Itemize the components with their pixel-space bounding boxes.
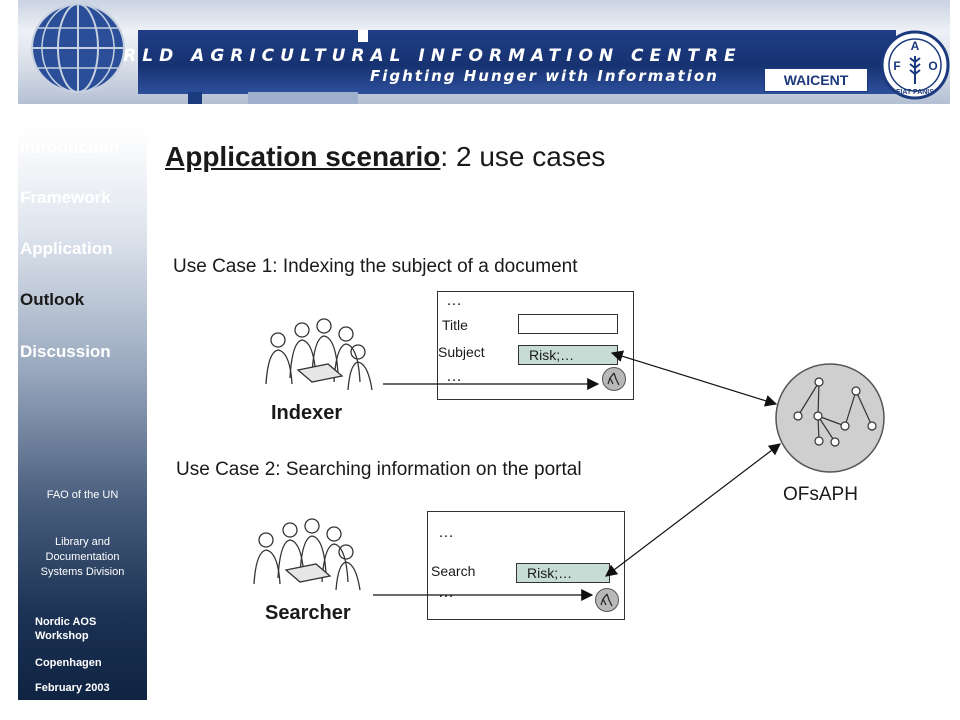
globe-icon: [31, 3, 125, 93]
search-ontology-link: [605, 443, 781, 577]
header-banner: WORLD AGRICULTURAL INFORMATION CENTRE Fi…: [18, 0, 950, 104]
search-form: … Search Risk;… …: [427, 511, 625, 620]
fao-letter-o: O: [928, 59, 937, 73]
search-label: Search: [431, 563, 476, 579]
org-name: FAO of the UN: [46, 489, 119, 501]
event-name: Nordic AOS Workshop: [35, 616, 97, 642]
ontology-tree-icon: [775, 363, 885, 473]
banner-title: WORLD AGRICULTURAL INFORMATION CENTRE: [78, 46, 742, 66]
sidebar-item-outlook[interactable]: Outlook: [20, 290, 85, 309]
subject-label: Subject: [438, 344, 485, 360]
banner-accent-dark: [188, 92, 202, 104]
subject-field[interactable]: Risk;…: [518, 345, 618, 365]
banner-accent-light: [248, 92, 358, 104]
indexing-form: … Title Subject Risk;… …: [437, 291, 634, 400]
ontology-browse-icon-2[interactable]: [595, 588, 619, 612]
use-case-1-heading: Use Case 1: Indexing the subject of a do…: [173, 256, 578, 277]
sidebar-item-introduction[interactable]: Introduction: [20, 138, 120, 157]
ontology-label: OFsAPH: [783, 484, 858, 505]
event-date: February 2003: [35, 682, 110, 694]
banner-notch: [358, 30, 368, 42]
title-label: Title: [442, 317, 468, 333]
page-title: Application scenario: 2 use cases: [165, 141, 605, 173]
sidebar-item-discussion[interactable]: Discussion: [20, 342, 111, 361]
fao-letter-f: F: [893, 59, 900, 73]
fao-motto: FIAT PANIS: [896, 89, 934, 96]
search-ellipsis-top: …: [438, 524, 454, 541]
page-title-rest: : 2 use cases: [440, 141, 606, 172]
form-ellipsis-bottom: …: [446, 368, 462, 385]
page-title-main: Application scenario: [165, 141, 441, 172]
sidebar-item-application[interactable]: Application: [20, 239, 113, 258]
searcher-label: Searcher: [265, 602, 351, 624]
use-case-2-heading: Use Case 2: Searching information on the…: [176, 459, 582, 480]
ontology-browse-icon[interactable]: [602, 367, 626, 391]
sidebar-item-framework[interactable]: Framework: [20, 188, 111, 207]
indexer-group-icon: [265, 318, 373, 391]
title-field[interactable]: [518, 314, 618, 334]
subject-ontology-link: [610, 350, 778, 407]
form-ellipsis-top: …: [446, 292, 462, 309]
waicent-text: WAICENT: [783, 72, 849, 88]
event-city: Copenhagen: [35, 657, 102, 669]
division-name: Library and Documentation Systems Divisi…: [40, 536, 125, 578]
waicent-logo: WAICENT: [764, 68, 868, 92]
searcher-group-icon: [253, 518, 361, 591]
fao-logo-icon: A F O FIAT PANIS: [880, 30, 950, 100]
banner-subtitle: Fighting Hunger with Information: [370, 67, 719, 85]
indexer-label: Indexer: [271, 402, 343, 424]
fao-letter-a: A: [911, 39, 920, 53]
search-input[interactable]: Risk;…: [516, 563, 610, 583]
sidebar: Introduction Framework Application Outlo…: [18, 128, 147, 700]
search-ellipsis-bottom: …: [438, 584, 454, 601]
